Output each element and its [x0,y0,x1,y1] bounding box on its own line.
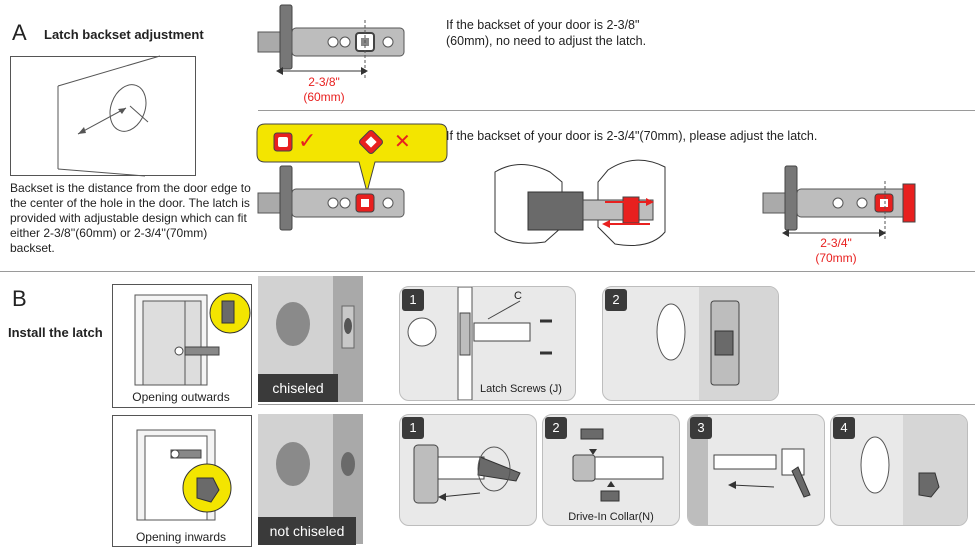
not-chiseled-step-1-badge: 1 [402,417,424,439]
section-b-title: Install the latch [8,325,103,340]
wrong-orientation-cross-icon: ✕ [394,131,411,153]
latch-60mm-diagram [257,4,405,80]
section-a-letter: A [12,20,27,45]
chiseled-illustration [276,276,363,402]
chiseled-step-2-illustration [656,287,778,400]
door-outwards-illustration [134,292,251,386]
measure-70mm-inch: 2-3/4" [820,236,852,250]
not-chiseled-step-2-badge: 2 [545,417,567,439]
latch-closeup-diagram [257,165,405,231]
divider-b [258,404,975,405]
door-inwards-illustration [136,429,232,521]
correct-orientation-check-icon: ✓ [298,128,317,153]
row2-instruction: If the backset of your door is 2-3/4"(70… [446,129,818,143]
door-inwards-panel [112,415,252,547]
door-backset-diagram [10,55,196,177]
not-chiseled-step-3-badge: 3 [690,417,712,439]
measure-arrow-70mm [782,229,886,237]
door-outwards-caption: Opening outwards [132,390,230,404]
divider-a [258,110,975,111]
chiseled-step-1-callout: C [514,290,522,302]
door-outwards-panel [112,284,252,408]
section-a-title: Latch backset adjustment [44,27,204,42]
latch-orientation-callout [256,123,448,194]
not-chiseled-step-3-illustration [688,415,811,525]
row1-instruction: If the backset of your door is 2-3/8"(60… [446,18,647,48]
measure-70mm-mm: (70mm) [815,251,857,265]
chiseled-step-1-badge: 1 [402,289,424,311]
chiseled-step-1-panel: 1 C Latch Screws (J) [399,286,576,401]
hands-adjusting-latch-illustration [494,159,666,246]
chiseled-step-1-illustration [407,287,552,400]
not-chiseled-step-4-badge: 4 [833,417,855,439]
not-chiseled-step-1-panel: 1 [399,414,537,526]
drive-in-collar-caption: Drive-In Collar(N) [568,511,654,523]
not-chiseled-step-1-illustration [413,444,521,504]
latch-70mm-diagram [762,165,916,241]
chiseled-label: chiseled [258,374,338,402]
door-inwards-caption: Opening inwards [135,530,227,544]
not-chiseled-step-2-panel: 2 Drive-In Collar(N) [542,414,680,526]
measure-60mm-inch: 2-3/8" [308,75,340,89]
chiseled-step-2-panel: 2 [602,286,779,401]
chiseled-step-2-badge: 2 [605,289,627,311]
not-chiseled-step-4-panel: 4 [830,414,968,526]
not-chiseled-label: not chiseled [258,517,356,545]
not-chiseled-step-3-panel: 3 [687,414,825,526]
section-b-letter: B [12,286,27,311]
not-chiseled-step-4-illustration [860,415,967,525]
not-chiseled-step-2-illustration [572,428,664,502]
latch-screws-caption: Latch Screws (J) [480,383,562,395]
measure-60mm-mm: (60mm) [303,90,345,104]
divider-ab [0,271,975,272]
measure-arrow-60mm [276,67,368,75]
backset-description: Backset is the distance from the door ed… [10,181,251,255]
